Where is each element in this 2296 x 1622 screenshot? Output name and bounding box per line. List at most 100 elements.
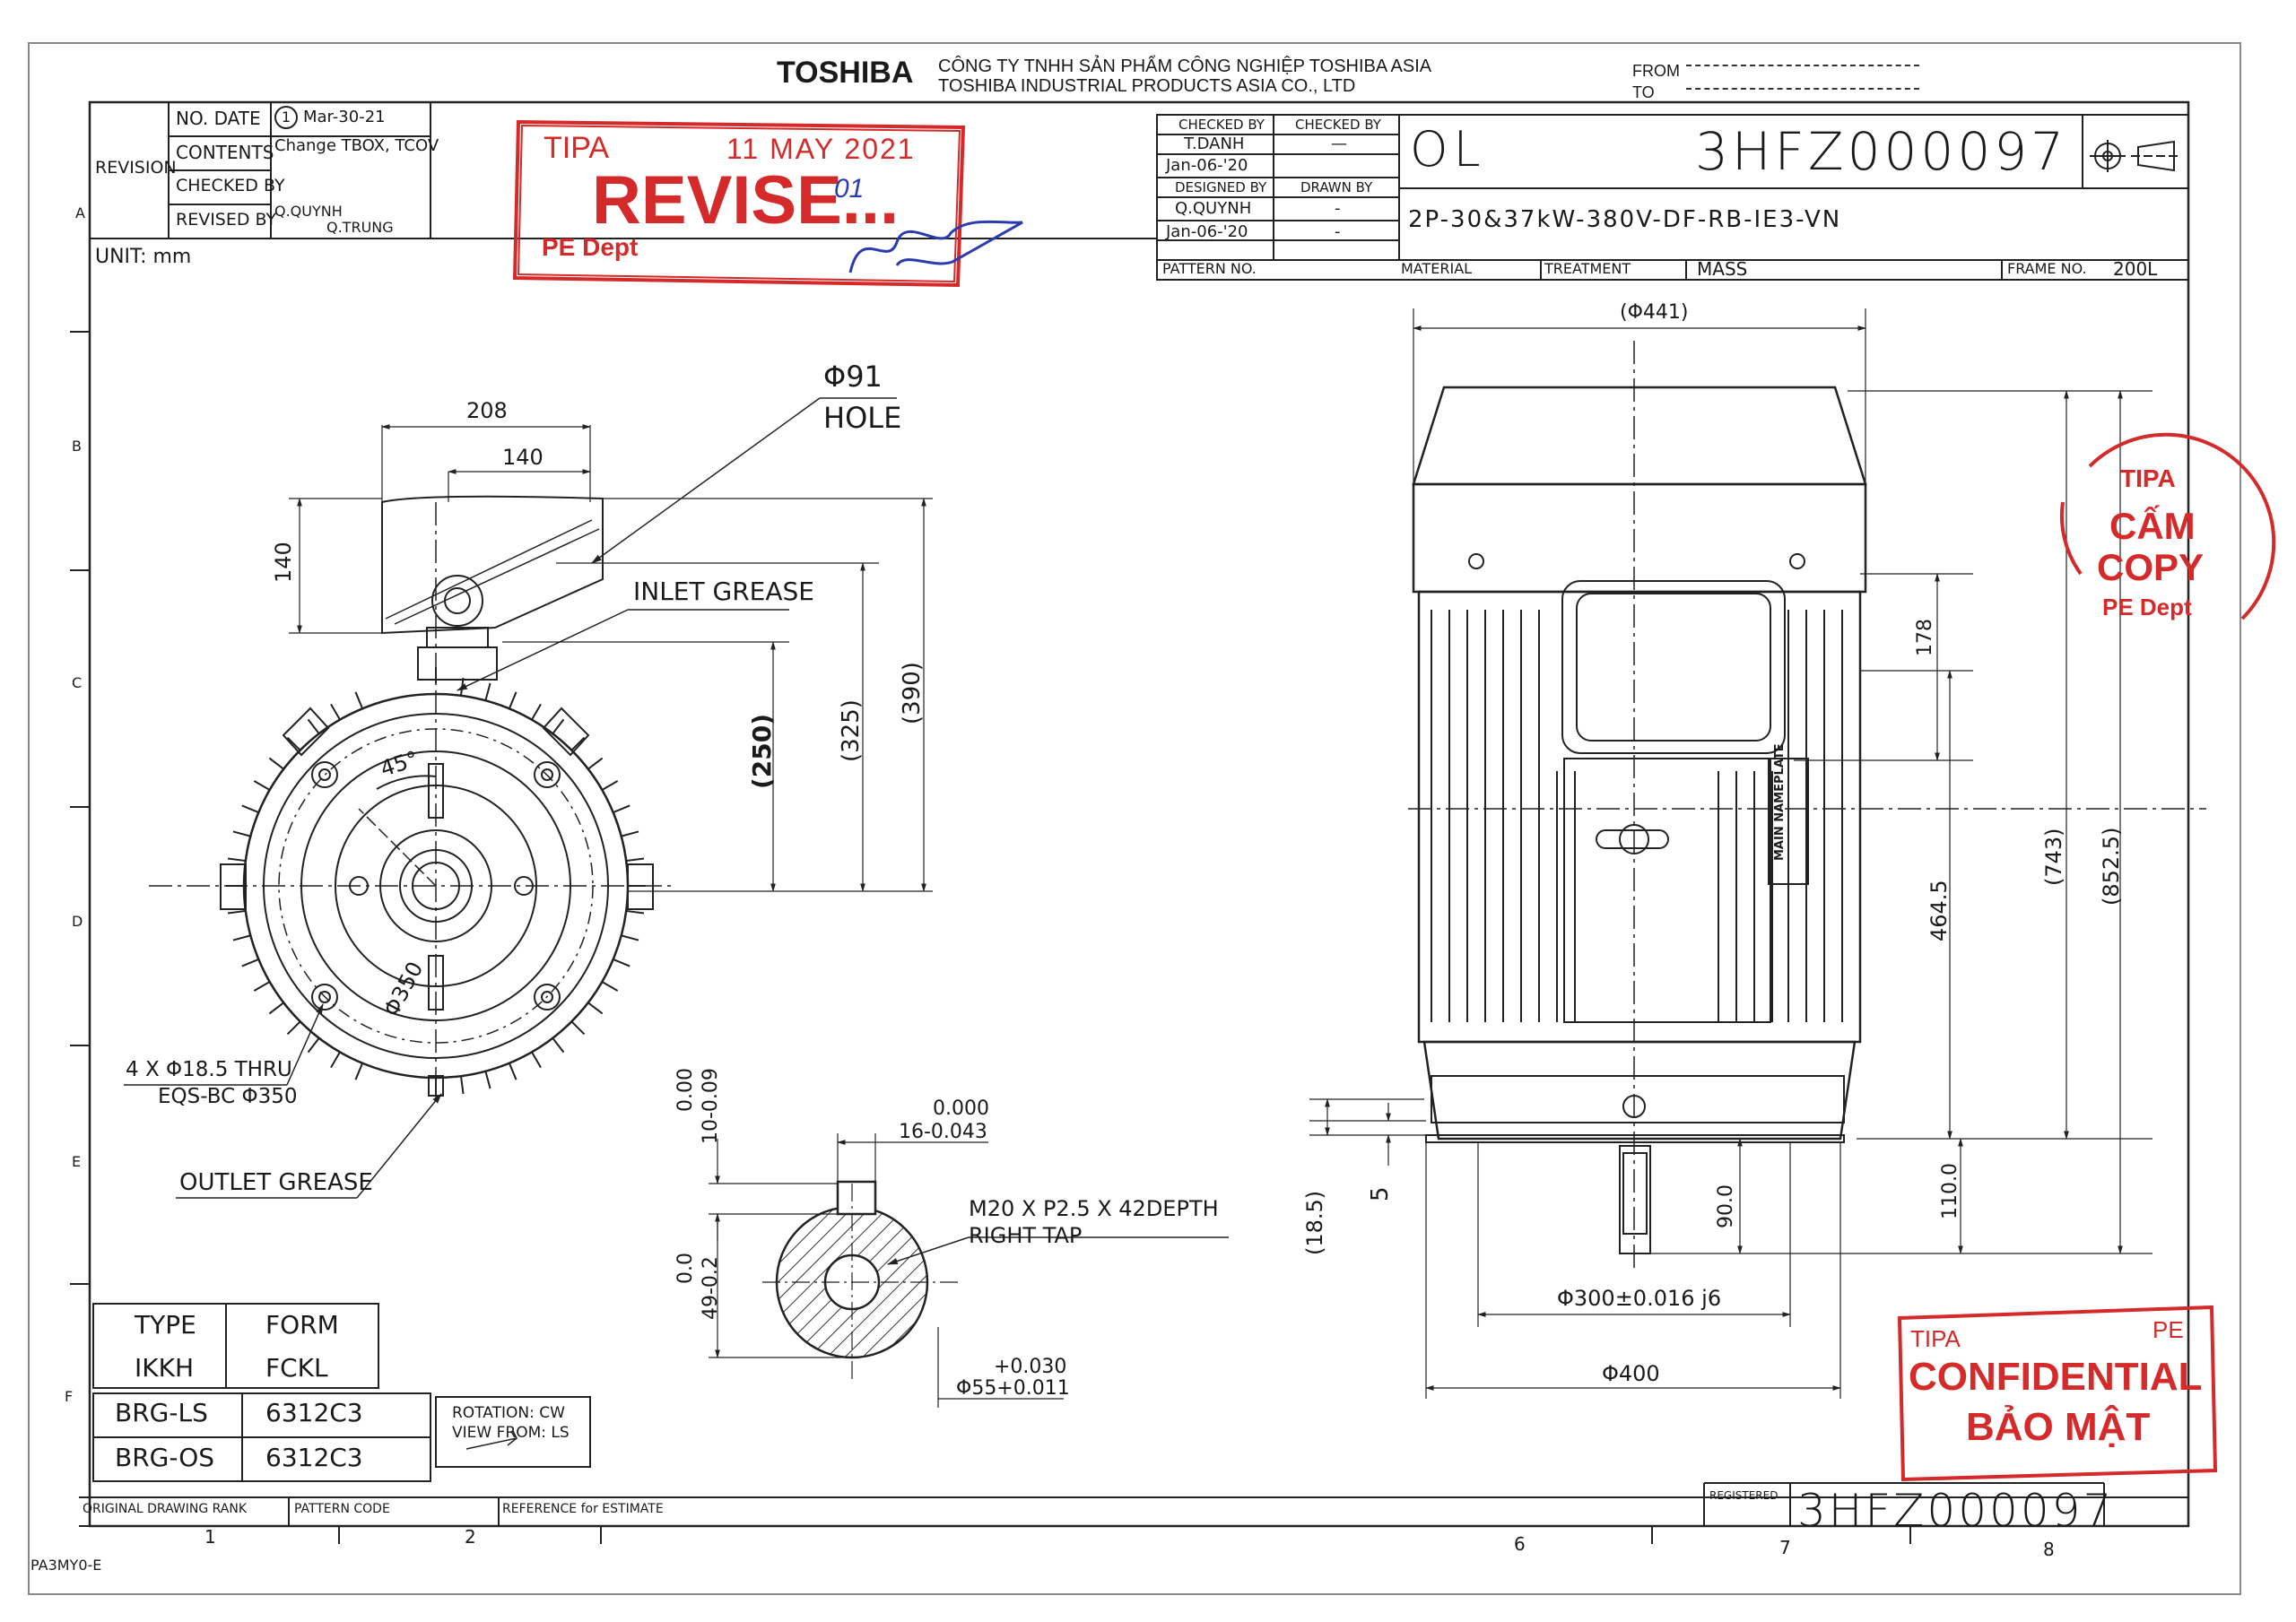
checker-dash: — [1331,134,1347,153]
copy-stamp-org: TIPA [2120,464,2176,492]
material-label: MATERIAL [1401,260,1473,277]
cooling-fin [570,1020,586,1036]
mounting-holes-line2: EQS-BC Φ350 [158,1085,298,1108]
revise-stamp-date: 11 MAY 2021 [726,133,916,165]
company-name-vn: CÔNG TY TNHH SẢN PHẨM CÔNG NGHIỆP TOSHIB… [938,56,1432,76]
cooling-fin [613,958,631,967]
cooling-fin [531,703,542,721]
form-code: PA3MY0-E [30,1557,102,1574]
design-dash: - [1335,199,1341,218]
brand-logo: TOSHIBA [777,56,914,90]
footer-drawing-number: 3HFZ000097 [1797,1485,2115,1537]
registered-label: REGISTERED [1709,1489,1779,1502]
confidential-stamp-line2: BẢO MẬT [1966,1405,2151,1449]
cooling-fin [253,780,271,791]
spigot-diameter: Φ300±0.016 j6 [1557,1286,1722,1311]
original-drawing-rank: ORIGINAL DRAWING RANK [83,1502,248,1516]
form-value: FCKL [265,1353,328,1383]
revise-stamp-dept: PE Dept [542,233,639,261]
shaft-dia-tol-1: +0.030 [994,1356,1067,1378]
checker-name: T.DANH [1184,134,1245,153]
cooling-fin [484,682,491,701]
key-height-tol-2: 10-0.09 [700,1068,722,1144]
company-name-en: TOSHIBA INDUSTRIAL PRODUCTS ASIA CO., LT… [938,76,1356,96]
hole-diameter: Φ91 [823,360,883,394]
type-value: IKKH [135,1353,195,1383]
dim-441: (Φ441) [1620,301,1689,324]
dim-743: (743) [2041,828,2066,886]
cooling-fin [601,981,619,992]
cooling-fin [626,909,645,915]
copy-stamp-line1: CẤM [2109,505,2196,547]
pattern-no-label: PATTERN NO. [1162,260,1257,277]
copy-stamp-line2: COPY [2097,546,2205,588]
confidential-stamp-org: TIPA [1910,1325,1961,1352]
cooling-fin [330,703,341,721]
cooling-fin [241,804,259,814]
cooling-fin [232,934,251,941]
dim-140-height: 140 [271,542,296,583]
dim-464-5: 464.5 [1926,880,1952,941]
design-date: Jan-06-'20 [1166,222,1248,241]
bearing-ls-label: BRG-LS [115,1398,208,1427]
cooling-fin [552,718,565,734]
cooling-fin [484,1071,491,1089]
cooling-fin [307,1037,320,1054]
cooling-fin [241,958,259,967]
shaft-depth-tol-1: 0.0 [674,1253,697,1284]
revision-date: Mar-30-21 [303,108,386,126]
revision-number: 1 [274,106,298,129]
cooling-fin [508,691,517,709]
cooling-fin [354,1063,364,1080]
drawn-by-header: DRAWN BY [1300,179,1373,195]
cooling-fin [268,1002,284,1015]
cooling-fin [531,1051,542,1069]
frame-number: 200L [2113,258,2158,280]
bearing-os-value: 6312C3 [265,1443,363,1472]
to-label: TO [1632,83,1655,101]
zone-col-1: 1 [204,1526,216,1548]
cooling-fin [227,909,246,915]
zone-col-7: 7 [1779,1537,1791,1558]
tap-spec-line1: M20 X P2.5 X 42DEPTH [969,1196,1219,1221]
dim-110: 110.0 [1939,1163,1961,1219]
cooling-fin [587,1002,604,1015]
key-height-tol-1: 0.00 [674,1068,697,1112]
zone-col-8: 8 [2043,1539,2055,1560]
revision-reviser: Q.TRUNG [326,219,394,236]
cooling-fin [253,981,271,992]
revise-stamp-word: REVISE... [592,162,900,239]
cooling-fin [227,857,246,863]
cooling-fin [570,736,586,751]
rotation-view: VIEW FROM: LS [452,1424,570,1442]
confidential-stamp-dept: PE [2152,1316,2184,1343]
drawing-type: OL [1410,121,1486,178]
cooling-fin [330,1051,341,1069]
nameplate-label: MAIN NAMEPLATE [1773,743,1787,861]
checked-by-header-1: CHECKED BY [1178,117,1265,133]
from-label: FROM [1632,62,1680,80]
from-field [1686,65,1919,66]
dim-250: (250) [747,713,777,789]
dim-178: 178 [1914,619,1936,656]
mass-label: MASS [1697,258,1748,280]
rotation-direction: ROTATION: CW [452,1404,565,1422]
reference-estimate-label: REFERENCE for ESTIMATE [502,1502,664,1516]
cooling-fin [587,757,604,770]
no-date-label: NO. DATE [176,108,261,129]
revision-contents: Change TBOX, TCOV [274,136,439,155]
dim-140-width: 140 [502,445,544,470]
confidential-stamp-line1: CONFIDENTIAL [1909,1355,2203,1399]
revision-checker: Q.QUYNH [274,203,343,220]
zone-col-2: 2 [465,1526,476,1548]
zone-row-e: E [72,1153,82,1170]
drawing-number: 3HFZ000097 [1695,121,2068,182]
zone-row-f: F [65,1388,74,1405]
revise-stamp-version: 01 [834,174,865,204]
checked-by-label: CHECKED BY [176,176,285,195]
cooling-fin [552,1037,565,1054]
cooling-fin [232,830,251,837]
pattern-code-label: PATTERN CODE [294,1502,390,1516]
date-dash: - [1335,222,1341,241]
